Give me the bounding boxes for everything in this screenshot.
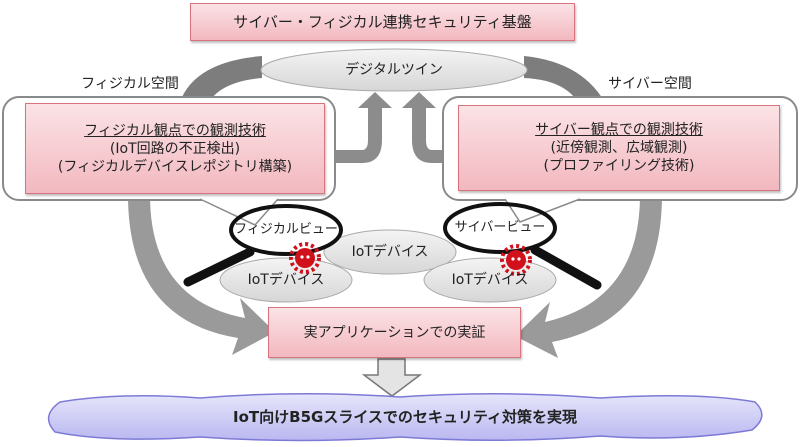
arrow-down (361, 358, 423, 397)
iot-device-label: IoTデバイス (247, 272, 325, 288)
virus-icon (289, 242, 321, 274)
cyber-line2: (プロファイリング技術) (543, 158, 695, 174)
physical-heading: フィジカル観点での観測技術 (84, 122, 266, 139)
goal-cloud (47, 392, 763, 442)
iot-device-ellipse (219, 257, 353, 303)
cyber-observation-box: サイバー観点での観測技術 (近傍観測、広域観測) (プロファイリング技術) (458, 105, 780, 191)
arrow-cyber-to-application (515, 195, 662, 358)
physical-observation-box: フィジカル観点での観測技術 (IoT回路の不正検出) (フィジカルデバイスレポジ… (25, 103, 325, 194)
iot-device-label: IoTデバイス (351, 244, 429, 260)
iot-device-ellipse (323, 229, 457, 275)
magnifier-icon (443, 202, 602, 290)
arrow-up-right (402, 92, 458, 163)
physical-view-label: フィジカルビュー (234, 222, 338, 237)
cyber-space-label: サイバー空間 (608, 76, 692, 92)
arrow-physical-to-application (128, 195, 275, 355)
iot-device-label: IoTデバイス (451, 272, 529, 288)
cyber-line1: (近傍観測、広域観測) (550, 140, 688, 156)
cyber-view-label: サイバービュー (454, 220, 546, 235)
iot-device-ellipse (423, 257, 557, 303)
cyber-heading: サイバー観点での観測技術 (535, 122, 703, 138)
arrow-up-left (336, 92, 392, 163)
platform-title: サイバー・フィジカル連携セキュリティ基盤 (190, 3, 575, 41)
physical-line2: (フィジカルデバイスレポジトリ構築) (57, 158, 293, 175)
application-box: 実アプリケーションでの実証 (268, 307, 521, 358)
digital-twin-label: デジタルツイン (345, 62, 443, 78)
physical-space-label: フィジカル空間 (81, 76, 179, 92)
magnifier-icon (183, 204, 343, 287)
digital-twin-ellipse (260, 48, 528, 92)
physical-line1: (IoT回路の不正検出) (109, 140, 241, 157)
virus-icon (500, 244, 532, 276)
goal-label: IoT向けB5Gスライスでのセキュリティ対策を実現 (233, 408, 577, 426)
